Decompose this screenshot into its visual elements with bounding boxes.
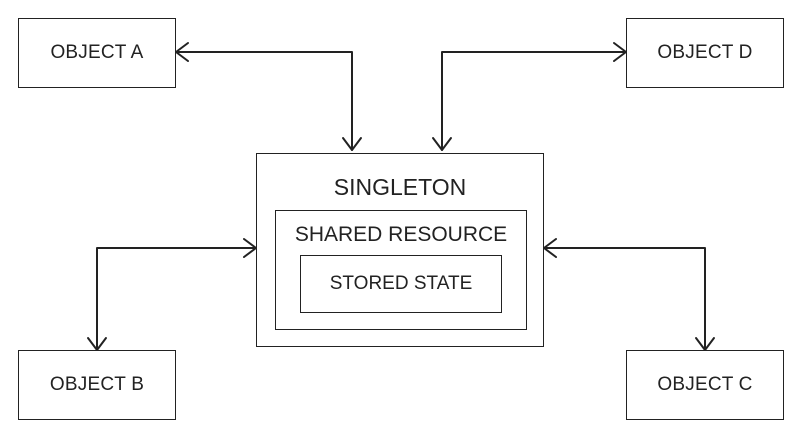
object-a-label: OBJECT A bbox=[50, 42, 144, 63]
object-d-box: OBJECT D bbox=[626, 18, 784, 88]
singleton-box: SINGLETON SHARED RESOURCE STORED STATE bbox=[256, 153, 544, 347]
arrowhead-singleton-from-a bbox=[342, 137, 362, 151]
singleton-label: SINGLETON bbox=[333, 174, 467, 200]
connector-object-d-singleton bbox=[441, 51, 627, 151]
object-b-box: OBJECT B bbox=[18, 350, 176, 420]
object-c-label: OBJECT C bbox=[657, 374, 753, 395]
connector-object-a-singleton bbox=[175, 51, 353, 151]
object-a-box: OBJECT A bbox=[18, 18, 176, 88]
connector-object-c-shared bbox=[543, 247, 706, 351]
stored-state-label: STORED STATE bbox=[329, 273, 473, 294]
arrowhead-object-a bbox=[175, 42, 189, 62]
object-d-label: OBJECT D bbox=[657, 42, 753, 63]
shared-resource-label: SHARED RESOURCE bbox=[294, 223, 508, 246]
stored-state-box: STORED STATE bbox=[300, 255, 502, 313]
shared-resource-box: SHARED RESOURCE STORED STATE bbox=[275, 210, 527, 330]
object-c-box: OBJECT C bbox=[626, 350, 784, 420]
arrowhead-shared-from-c bbox=[543, 238, 557, 258]
arrowhead-singleton-from-d bbox=[432, 137, 452, 151]
object-b-label: OBJECT B bbox=[49, 374, 145, 395]
connector-object-b-shared bbox=[96, 247, 257, 351]
